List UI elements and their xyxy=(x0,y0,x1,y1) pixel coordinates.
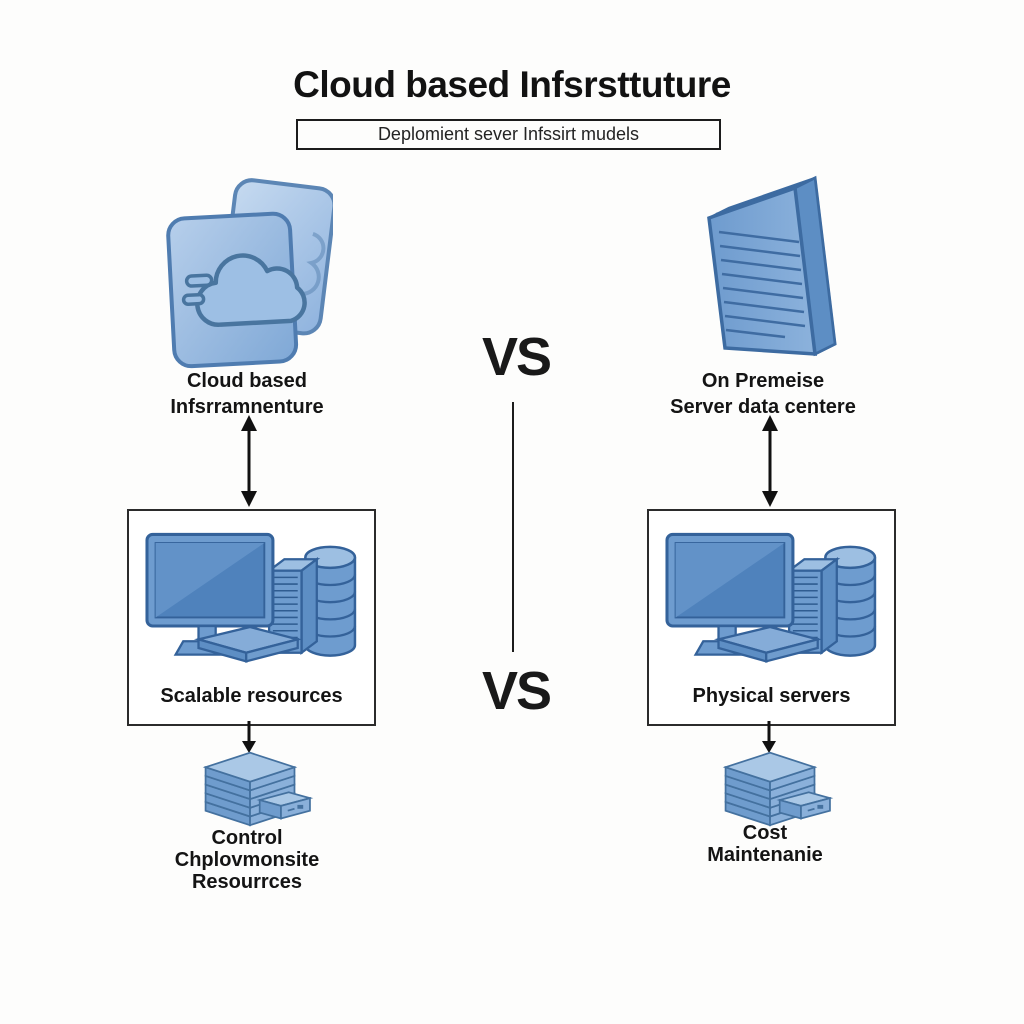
right-footer-label: Cost Maintenanie xyxy=(615,822,915,866)
vs-bottom-label: VS xyxy=(481,661,552,721)
flat-pad-icon xyxy=(713,625,823,663)
cloud-app-stack-icon xyxy=(166,178,333,369)
document-server-icon xyxy=(707,175,837,357)
subtitle-text: Deplomient sever Infssirt mudels xyxy=(377,124,640,144)
flat-pad-icon xyxy=(193,625,303,663)
page-title: Cloud based Infsrsttuture xyxy=(293,64,731,105)
left-heading: Cloud based Infsrramnenture xyxy=(97,368,397,420)
drive-unit xyxy=(256,791,314,820)
workstation-cluster-icon xyxy=(145,532,357,663)
server-stack-icon xyxy=(722,751,834,827)
right-box-label: Physical servers xyxy=(692,685,851,707)
right-compare-box: Physical servers xyxy=(647,509,896,726)
left-compare-box: Scalable resources xyxy=(127,509,376,726)
right-double-arrow-icon xyxy=(762,415,778,507)
left-footer-line3: Resourrces xyxy=(191,871,303,893)
right-footer-line2: Maintenanie xyxy=(707,844,823,866)
workstation-cluster-icon xyxy=(665,532,877,663)
server-stack-icon xyxy=(202,751,314,827)
subtitle-box: Deplomient sever Infssirt mudels xyxy=(296,119,721,150)
left-box-label: Scalable resources xyxy=(160,685,343,707)
right-heading: On Premeise Server data centere xyxy=(613,368,913,420)
left-down-arrow-icon xyxy=(242,721,256,753)
left-double-arrow-icon xyxy=(241,415,257,507)
center-divider-line xyxy=(512,402,514,652)
right-heading-line2: Server data centere xyxy=(670,396,856,418)
left-footer-line2: Chplovmonsite xyxy=(174,849,320,871)
monitor-icon xyxy=(145,532,275,656)
vs-top-label: VS xyxy=(481,327,552,387)
drive-unit xyxy=(776,791,834,820)
right-heading-line1: On Premeise xyxy=(701,370,825,392)
left-heading-line2: Infsrramnenture xyxy=(170,396,324,418)
right-down-arrow-icon xyxy=(762,721,776,753)
cloud-front-tile xyxy=(166,211,307,369)
left-footer-label: Control Chplovmonsite Resourrces xyxy=(97,827,397,893)
right-footer-line1: Cost xyxy=(742,822,788,844)
front-face xyxy=(707,185,817,356)
left-footer-line1: Control xyxy=(211,827,283,849)
face-lines xyxy=(718,230,806,339)
left-heading-line1: Cloud based xyxy=(186,370,307,392)
